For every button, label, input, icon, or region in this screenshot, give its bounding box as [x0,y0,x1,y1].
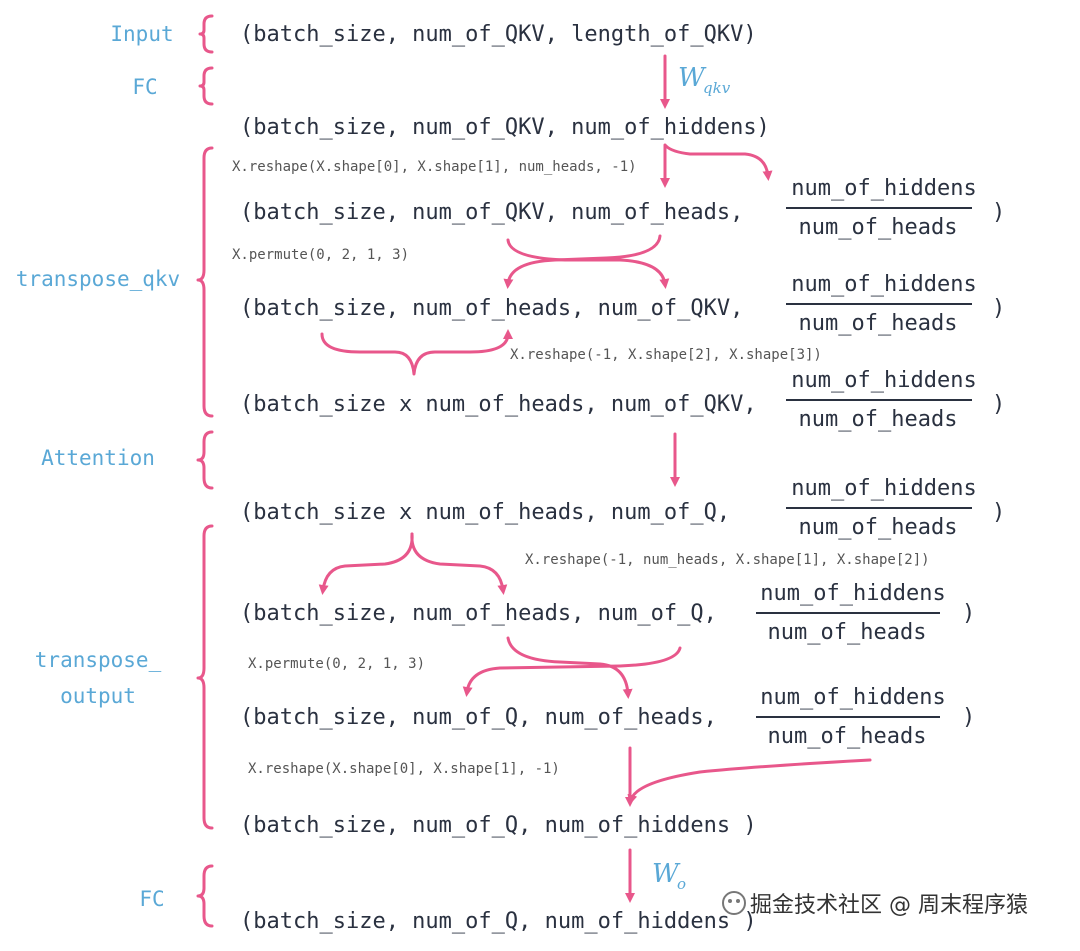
shape-permuted: (batch_size, num_of_heads, num_of_QKV, [240,296,743,321]
fraction-numerator: num_of_hiddens [791,176,976,201]
brace-transpose-output [196,524,214,830]
fraction-row-4: num_of_hiddens num_of_heads ) [786,272,1005,336]
fraction-row-5: num_of_hiddens num_of_heads ) [786,368,1005,432]
svg-text:W: W [652,859,681,889]
label-fc-1: FC [132,75,157,99]
shape-split-heads: (batch_size, num_of_QKV, num_of_heads, [240,200,743,225]
arrow-permute-2-swap [506,636,633,699]
arrow-split-hiddens [664,144,773,181]
svg-text:W: W [678,63,707,93]
shape-concat-heads: (batch_size, num_of_Q, num_of_hiddens ) [240,813,757,838]
weight-wo-label: W o [652,859,686,893]
fraction-numerator: num_of_hiddens [791,476,976,501]
watermark-text: 掘金技术社区 @ 周末程序猿 [750,893,1028,918]
fraction-row-3: num_of_hiddens num_of_heads ) [786,176,1005,240]
fraction-denominator: num_of_heads [799,407,958,432]
label-transpose-qkv: transpose_qkv [16,267,180,291]
label-attention: Attention [41,446,155,470]
label-transpose-output-line2: output [60,684,136,708]
brace-fc-1 [198,66,214,106]
shape-attention-output: (batch_size x num_of_heads, num_of_Q, [240,500,730,525]
shape-merged-batch: (batch_size x num_of_heads, num_of_QKV, [240,392,757,417]
close-paren: ) [962,705,975,730]
close-paren: ) [992,296,1005,321]
shape-output-permuted: (batch_size, num_of_Q, num_of_heads, [240,705,717,730]
op-reshape-split-batch: X.reshape(-1, num_heads, X.shape[1], X.s… [525,552,930,568]
fraction-denominator: num_of_heads [799,215,958,240]
fraction-numerator: num_of_hiddens [791,368,976,393]
arrow-merge-batch-heads [320,329,513,376]
op-permute-2: X.permute(0, 2, 1, 3) [248,656,425,672]
op-permute-1: X.permute(0, 2, 1, 3) [232,247,409,263]
close-paren: ) [992,200,1005,225]
op-reshape-split-heads: X.reshape(X.shape[0], X.shape[1], num_he… [232,159,637,175]
fraction-denominator: num_of_heads [768,620,927,645]
label-input: Input [110,22,173,46]
arrow-permute-2-swap-back [462,646,682,697]
op-reshape-merge-batch: X.reshape(-1, X.shape[2], X.shape[3]) [510,347,822,363]
arrow-concat-hiddens [627,758,872,805]
brace-transpose-qkv [196,146,214,418]
fraction-row-6: num_of_hiddens num_of_heads ) [786,476,1005,540]
close-paren: ) [992,392,1005,417]
svg-text:qkv: qkv [703,79,731,97]
brace-input [198,14,214,54]
label-transpose-output-line1: transpose_ [35,648,162,672]
arrow-split-batch-heads [318,532,414,595]
shape-final-output: (batch_size, num_of_Q, num_of_hiddens ) [240,909,757,934]
fraction-numerator: num_of_hiddens [791,272,976,297]
fraction-row-7: num_of_hiddens num_of_heads ) [756,581,975,645]
watermark: 掘金技术社区 @ 周末程序猿 [722,891,1028,918]
arrow-split-batch-heads-right [410,532,508,595]
arrow-permute-1-swap-back [503,234,662,289]
shape-output-split: (batch_size, num_of_heads, num_of_Q, [240,601,717,626]
shape-input: (batch_size, num_of_QKV, length_of_QKV) [240,22,757,47]
label-fc-2: FC [139,887,164,911]
shape-after-fc: (batch_size, num_of_QKV, num_of_hiddens) [240,115,770,140]
close-paren: ) [962,601,975,626]
brace-attention [196,430,214,490]
fraction-denominator: num_of_heads [768,724,927,749]
close-paren: ) [992,500,1005,525]
fraction-numerator: num_of_hiddens [760,685,945,710]
svg-text:o: o [677,875,686,893]
fraction-denominator: num_of_heads [799,515,958,540]
fraction-row-8: num_of_hiddens num_of_heads ) [756,685,975,749]
fraction-denominator: num_of_heads [799,311,958,336]
brace-fc-2 [196,864,214,928]
weight-wqkv-label: W qkv [678,63,731,97]
fraction-numerator: num_of_hiddens [760,581,945,606]
op-reshape-concat: X.reshape(X.shape[0], X.shape[1], -1) [248,761,560,777]
